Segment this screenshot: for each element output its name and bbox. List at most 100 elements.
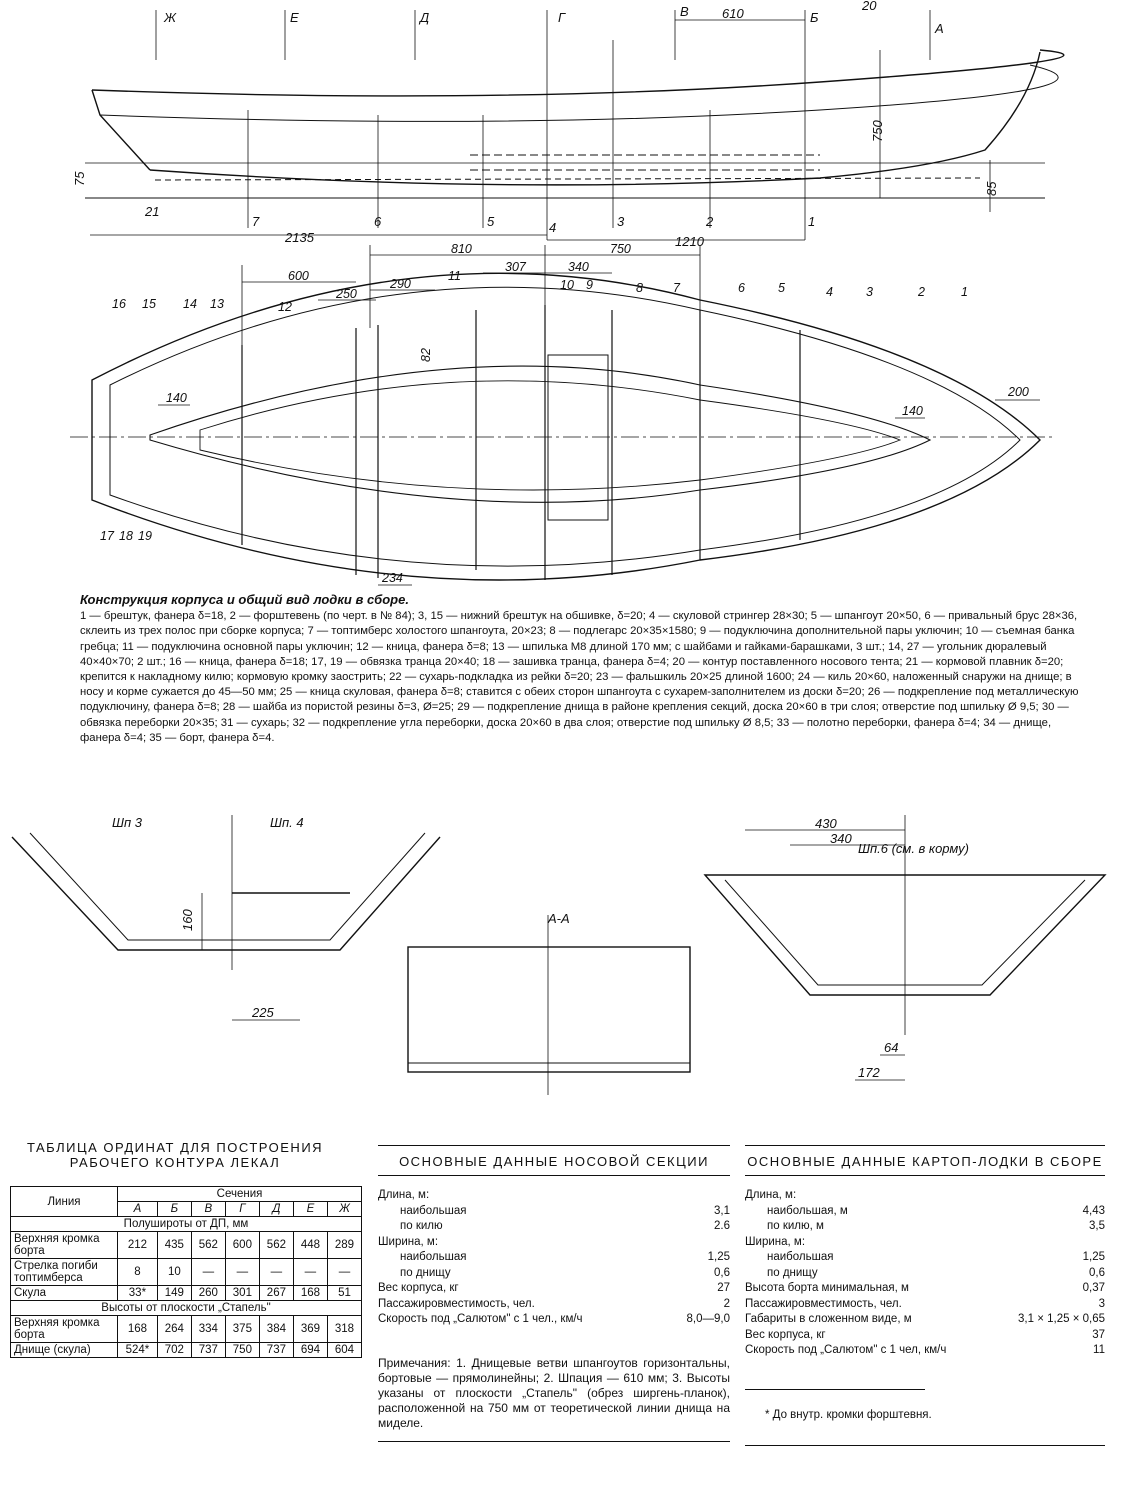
side-sheer-line (91, 49, 1065, 97)
spec-label: Высота борта минимальная, м (745, 1282, 909, 1294)
bow-notes: Примечания: 1. Днищевые ветви шпангоутов… (378, 1355, 730, 1430)
spec-value: 11 (1093, 1344, 1105, 1356)
spec-row: Длина, м: (745, 1188, 1105, 1204)
svg-text:21: 21 (144, 204, 159, 219)
table-header: Линия (10, 1186, 118, 1217)
svg-text:20: 20 (861, 0, 877, 13)
svg-text:5: 5 (778, 281, 785, 295)
sections-canvas: Шп 3 Шп. 4 160 225 А-А Шп.6 (см. в корму… (11, 815, 1107, 1095)
drawing-canvas: Ж Е Д Г В Б А 610 20 75 85 750 21 7 6 5 … (70, 0, 1065, 586)
svg-text:340: 340 (568, 260, 589, 274)
table-header: А (117, 1201, 158, 1217)
spec-value: 0,6 (1089, 1266, 1105, 1279)
station-label: Е (290, 10, 299, 25)
station-label: Г (558, 10, 566, 25)
svg-text:6: 6 (374, 214, 382, 229)
svg-text:2: 2 (917, 285, 925, 299)
station-label: В (680, 4, 689, 19)
boat-assembly-data: ОСНОВНЫЕ ДАННЫЕ КАРТОП-ЛОДКИ В СБОРЕ Дли… (745, 1145, 1105, 1446)
spec-value: 3,1 × 1,25 × 0,65 (1018, 1313, 1105, 1325)
ordinate-table: Линия Сечения А Б В Г Д Е Ж Полуширо­ты … (10, 1186, 363, 1358)
svg-text:15: 15 (142, 297, 156, 311)
spec-label: Длина, м: (378, 1189, 430, 1201)
spec-label: Скорость под „Салютом" с 1 чел., км/ч (378, 1313, 583, 1325)
spec-row: Ширина, м: (745, 1235, 1105, 1251)
spec-label: по днищу (400, 1266, 451, 1279)
spec-value: 2 (723, 1297, 730, 1310)
svg-text:600: 600 (288, 269, 309, 283)
spec-row: Вес корпуса, кг 27 (378, 1281, 730, 1297)
ordinate-table-title: ТАБЛИЦА ОРДИНАТ ДЛЯ ПОСТРОЕНИЯ РАБОЧЕГО … (26, 1140, 324, 1170)
svg-text:19: 19 (138, 529, 152, 543)
svg-text:Шп 3: Шп 3 (112, 815, 143, 830)
svg-text:85: 85 (984, 181, 999, 196)
spec-value: 0,37 (1082, 1282, 1105, 1294)
svg-text:17: 17 (100, 529, 115, 543)
svg-text:610: 610 (722, 6, 744, 21)
spec-label: наибольшая (400, 1204, 467, 1217)
station-label: Д (418, 10, 429, 25)
spec-value: 3,1 (714, 1204, 730, 1217)
svg-text:14: 14 (183, 297, 197, 311)
bow-section-title: ОСНОВНЫЕ ДАННЫЕ НОСОВОЙ СЕКЦИИ (399, 1154, 709, 1169)
spec-value: 0,6 (714, 1266, 730, 1279)
svg-text:8: 8 (636, 281, 643, 295)
station-label: Б (810, 10, 819, 25)
spec-row: Вес корпуса, кг 37 (745, 1328, 1105, 1344)
svg-text:200: 200 (1007, 385, 1029, 399)
spec-value: 37 (1092, 1328, 1105, 1341)
station-label: А (934, 21, 944, 36)
svg-text:4: 4 (549, 220, 556, 235)
svg-text:82: 82 (419, 348, 433, 362)
svg-text:250: 250 (335, 287, 357, 301)
table-header: Г (224, 1201, 260, 1217)
spec-value: 3 (1098, 1297, 1105, 1310)
boat-assembly-title: ОСНОВНЫЕ ДАННЫЕ КАРТОП-ЛОДКИ В СБОРЕ (747, 1154, 1103, 1169)
svg-text:Шп. 4: Шп. 4 (270, 815, 304, 830)
svg-text:7: 7 (252, 214, 260, 229)
spec-row: Высота борта минимальная, м 0,37 (745, 1281, 1105, 1297)
spec-value: 1,25 (707, 1251, 730, 1263)
svg-text:172: 172 (858, 1065, 880, 1080)
spec-label: Вес корпуса, кг (378, 1282, 459, 1294)
figure-caption: Конструкция корпуса и общий вид лодки в … (80, 592, 1080, 746)
svg-text:Шп.6 (см. в корму): Шп.6 (см. в корму) (858, 841, 969, 856)
spec-label: наибольшая (400, 1251, 467, 1263)
table-header: Е (292, 1201, 328, 1217)
spec-label: Пассажировместимость, чел. (378, 1297, 535, 1310)
spec-value: 2.6 (714, 1220, 730, 1232)
spec-label: по килю, м (767, 1220, 824, 1232)
svg-text:18: 18 (119, 529, 133, 543)
spec-label: Габариты в сложенном виде, м (745, 1313, 912, 1325)
table-header: В (190, 1201, 226, 1217)
svg-text:750: 750 (610, 242, 631, 256)
svg-text:75: 75 (72, 171, 87, 186)
svg-text:340: 340 (830, 831, 852, 846)
side-bottom-line (149, 51, 1041, 186)
svg-text:307: 307 (505, 260, 527, 274)
spec-row: Пассажировместимость, чел. 2 (378, 1297, 730, 1313)
footnote: * До внутр. кромки форштевня. (765, 1408, 932, 1421)
table-header: Б (156, 1201, 192, 1217)
svg-text:1210: 1210 (675, 234, 705, 249)
svg-text:234: 234 (381, 571, 403, 585)
svg-text:64: 64 (884, 1040, 898, 1055)
station-label: Ж (163, 10, 177, 25)
svg-text:10: 10 (560, 278, 574, 292)
spec-row: Пассажировместимость, чел.3 (745, 1297, 1105, 1313)
svg-text:3: 3 (617, 214, 625, 229)
spec-label: Вес корпуса, кг (745, 1328, 826, 1341)
svg-text:5: 5 (487, 214, 495, 229)
svg-text:6: 6 (738, 281, 745, 295)
spec-row: наибольшая 1,25 (378, 1250, 730, 1266)
spec-value: 27 (717, 1282, 730, 1294)
svg-text:9: 9 (586, 278, 593, 292)
